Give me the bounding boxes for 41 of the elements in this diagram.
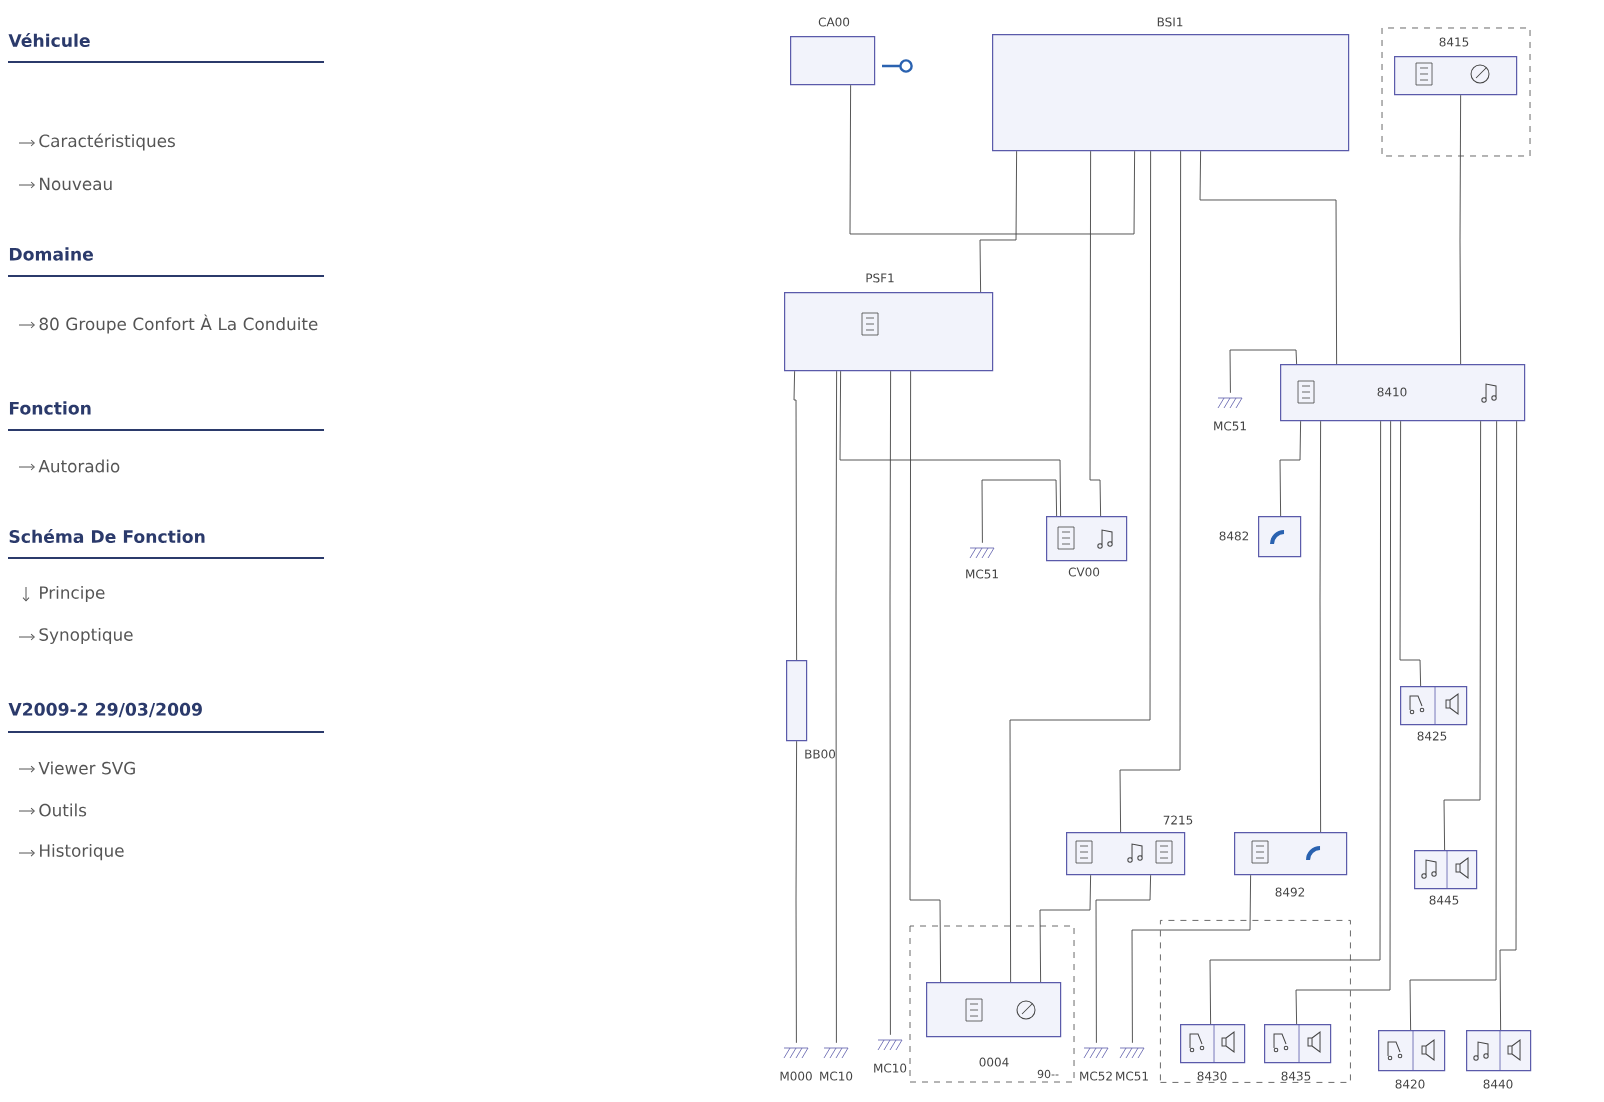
wire: [1009, 150, 1152, 983]
wire: [1199, 150, 1338, 365]
wire: [835, 370, 838, 1044]
wire: [979, 150, 1018, 293]
nav-link: Outils: [39, 803, 87, 817]
nav-link: Viewer SVG: [38, 761, 135, 775]
wire: [889, 370, 892, 1036]
wire: [1095, 874, 1152, 1044]
wire: [1499, 420, 1518, 1031]
nav-link: Principe: [40, 585, 105, 603]
section-heading: Fonction: [9, 401, 91, 415]
nav-link: Autoradio: [38, 459, 120, 473]
wire: [1443, 420, 1482, 851]
nav-link: Synoptique: [39, 627, 133, 645]
wire: [1131, 874, 1252, 1044]
section-heading: Schéma De Fonction: [9, 529, 205, 543]
dashed-group-outline: [1160, 920, 1351, 1083]
wire: [1319, 420, 1322, 833]
wire: [1209, 420, 1382, 1025]
wire: [1039, 874, 1092, 983]
nav-link: Nouveau: [40, 177, 112, 191]
section-heading: Domaine: [9, 247, 93, 261]
nav-link: 80 Groupe Confort À La Conduite: [39, 314, 318, 334]
wire: [1295, 420, 1392, 1025]
section-heading: V2009-2 29/03/2009: [8, 702, 202, 718]
wire: [839, 370, 1062, 517]
wire: [849, 84, 1136, 235]
wire: [1399, 420, 1422, 687]
wire: [1459, 94, 1462, 365]
wire: [1119, 150, 1182, 833]
section-heading: Véhicule: [8, 33, 90, 47]
wire: [1279, 420, 1302, 517]
wire: [1089, 150, 1102, 517]
wire: [1229, 349, 1298, 394]
nav-link: Historique: [40, 843, 124, 861]
wire: [981, 479, 1058, 544]
wire: [795, 740, 798, 1044]
nav-link: Caractéristiques: [39, 133, 175, 151]
wire: [909, 370, 942, 983]
wire: [1409, 420, 1498, 1031]
wire: [793, 370, 798, 661]
